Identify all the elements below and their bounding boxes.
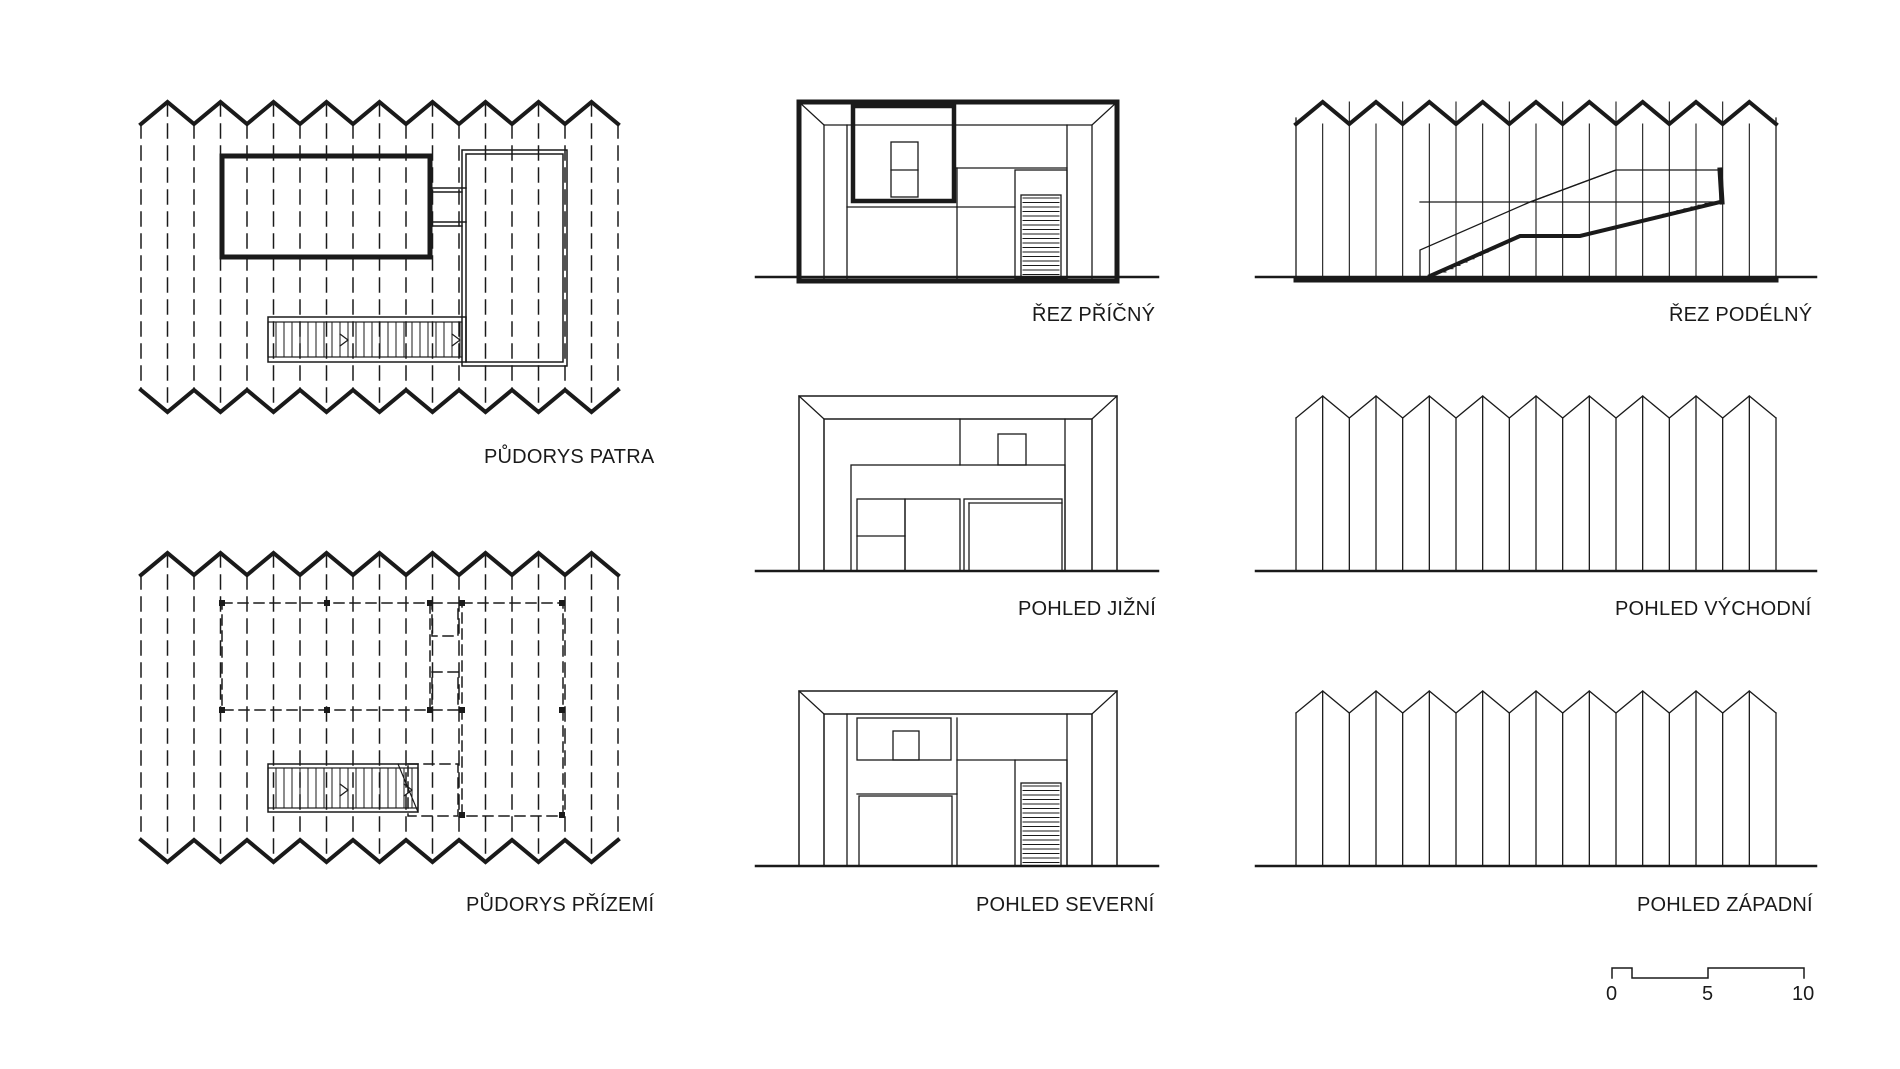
elevation-north: [754, 690, 1160, 868]
scale-bar: [1611, 967, 1805, 979]
scale-tick-10: 10: [1792, 983, 1814, 1005]
stair-arrow: [339, 763, 419, 813]
title-floor-plan-ground: PŮDORYS PŘÍZEMÍ: [466, 894, 655, 916]
connector: [429, 187, 467, 227]
stair-flight: [1427, 199, 1723, 279]
section-cross: [754, 99, 1160, 284]
title-section-long: ŘEZ PODÉLNÝ: [1669, 304, 1813, 326]
floor-plan-upper: [138, 99, 621, 415]
title-elevation-east: POHLED VÝCHODNÍ: [1615, 598, 1812, 620]
ground-stair-dashed: [407, 763, 459, 817]
section-long: [1254, 99, 1818, 283]
gallery-outline: [465, 153, 564, 363]
ground-core-upper: [431, 602, 459, 637]
scale-tick-0: 0: [1606, 983, 1617, 1005]
gallery-inner: [461, 149, 568, 367]
section-frame: [796, 99, 1120, 284]
stair-arrow: [339, 333, 461, 347]
stair-profile: [1419, 169, 1721, 203]
upper-room-outline: [219, 153, 433, 260]
upper-room-section: [850, 103, 957, 204]
title-floor-plan-upper: PŮDORYS PATRA: [484, 446, 655, 468]
stair-ground-inner: [267, 767, 419, 809]
title-section-cross: ŘEZ PŘÍČNÝ: [1032, 304, 1156, 326]
scale-tick-5: 5: [1702, 983, 1713, 1005]
elevation-west: [1254, 690, 1818, 868]
title-elevation-north: POHLED SEVERNÍ: [976, 894, 1155, 916]
floor-plan-ground: [138, 550, 621, 865]
stair-upper-inner: [267, 321, 463, 358]
ground-core-lower: [431, 671, 459, 711]
zigzag-roof: [1293, 99, 1779, 127]
elevation-south: [754, 395, 1160, 573]
title-elevation-south: POHLED JIŽNÍ: [1018, 598, 1156, 620]
title-elevation-west: POHLED ZÁPADNÍ: [1637, 894, 1813, 916]
elevation-east: [1254, 395, 1818, 573]
